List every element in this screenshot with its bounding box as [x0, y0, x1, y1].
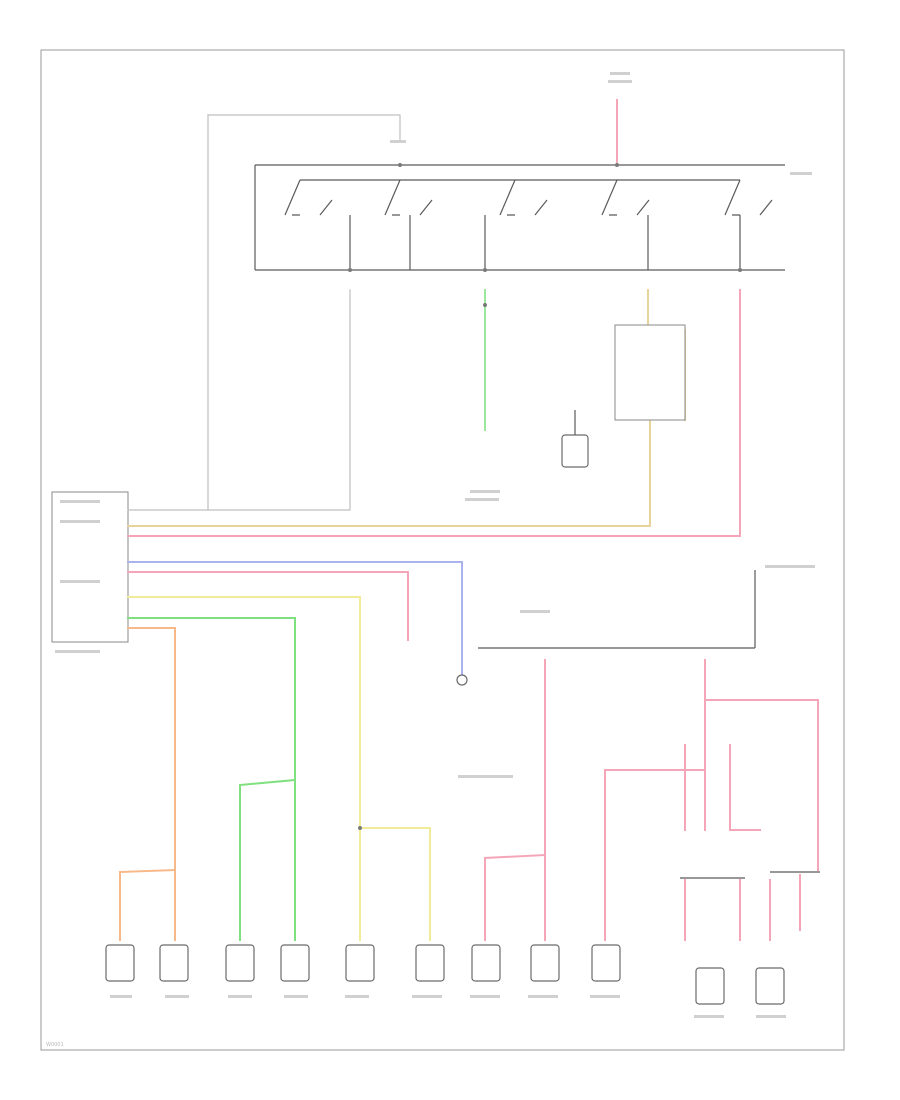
red-wire-bcm-ignition	[127, 289, 741, 537]
orange-wire	[127, 627, 176, 941]
relay-module	[614, 324, 686, 421]
component-cylinder	[105, 944, 135, 982]
component-cylinder	[225, 944, 255, 982]
component-cylinder	[345, 944, 375, 982]
page-id-label: W0001	[46, 1042, 64, 1048]
component-cylinder	[695, 967, 725, 1005]
blue-wire	[127, 561, 463, 676]
green-wire-bcm	[127, 617, 296, 941]
component-cylinder	[415, 944, 445, 982]
component-cylinder	[159, 944, 189, 982]
body-control-module	[51, 491, 129, 643]
component-cylinder	[591, 944, 621, 982]
diagram-frame	[40, 49, 845, 1051]
module-cylinder-1	[561, 410, 589, 468]
tan-wire-bcm	[127, 419, 651, 527]
ignition-switch-block	[207, 99, 785, 272]
unreadable-labels	[55, 72, 815, 1018]
red-wire-mid	[127, 571, 409, 641]
bottom-components	[105, 944, 785, 1005]
component-cylinder	[530, 944, 560, 982]
component-cylinder	[280, 944, 310, 982]
component-cylinder	[755, 967, 785, 1005]
component-cylinder	[471, 944, 501, 982]
yellow-wire	[127, 596, 361, 941]
